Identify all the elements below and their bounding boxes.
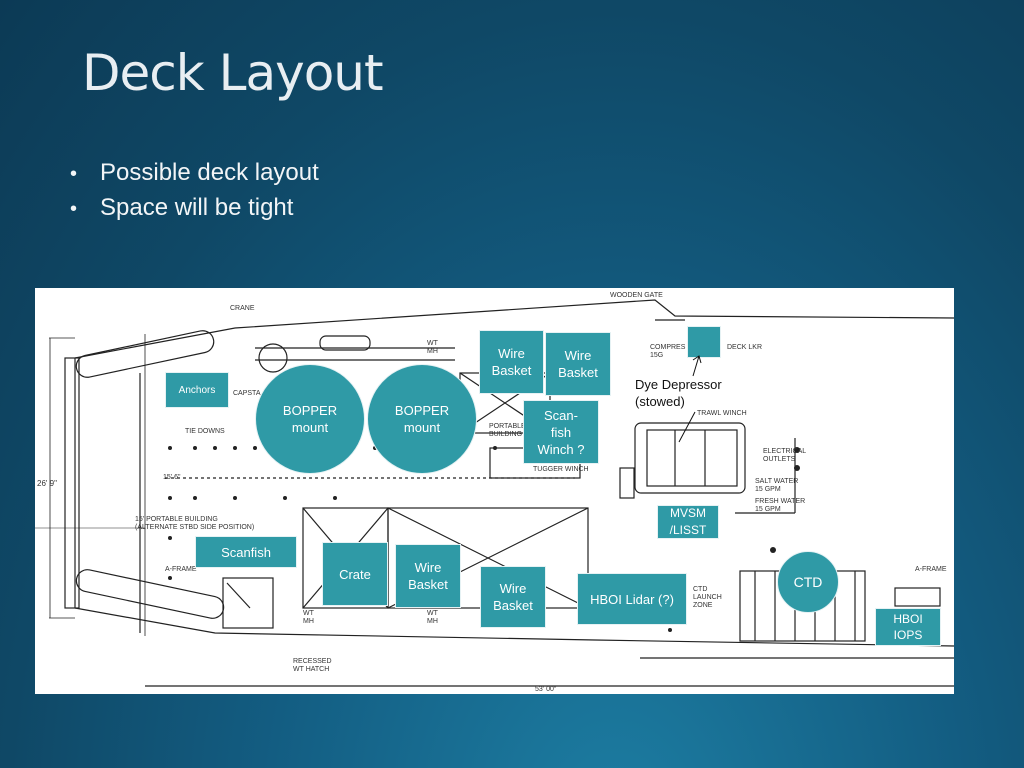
- label-wt-mh: WT MH: [427, 340, 438, 355]
- label-a-frame-right: A-FRAME: [915, 566, 947, 573]
- bullet-list: • Possible deck layout • Space will be tig…: [70, 156, 319, 226]
- label-salt-water: SALT WATER 15 GPM: [755, 478, 799, 493]
- label-recessed-hatch: RECESSED WT HATCH: [293, 658, 332, 673]
- bullet-item: • Space will be tight: [70, 191, 319, 226]
- label-a-frame-left: A-FRAME: [165, 566, 197, 573]
- label-electrical-outlets: ELECTRICAL OUTLETS: [763, 448, 807, 463]
- label-dim-26-9: 26' 9": [37, 479, 57, 488]
- wire-basket-2: Wire Basket: [545, 332, 611, 396]
- label-ctd-launch: CTD LAUNCH ZONE: [693, 586, 722, 609]
- trawl-winch-outline: [634, 422, 746, 494]
- label-compressor: COMPRES 15G: [650, 344, 686, 359]
- bullet-text: Space will be tight: [100, 194, 294, 221]
- recessed-hatch: [222, 577, 274, 629]
- wire-basket-3: Wire Basket: [395, 544, 461, 608]
- hboi-iops-box: HBOI IOPS: [875, 608, 941, 646]
- label-wooden-gate: WOODEN GATE: [610, 292, 663, 299]
- bopper-mount-1: BOPPER mount: [255, 364, 365, 474]
- slide-title: Deck Layout: [82, 44, 384, 102]
- wire-basket-4: Wire Basket: [480, 566, 546, 628]
- crate-box: Crate: [322, 542, 388, 606]
- rail-top: [75, 330, 215, 378]
- label-dim-15-6: 15' 6": [163, 474, 181, 481]
- hboi-lidar-box: HBOI Lidar (?): [577, 573, 687, 625]
- dye-depressor-label: Dye Depressor (stowed): [635, 377, 722, 409]
- label-fresh-water: FRESH WATER 15 GPM: [755, 498, 806, 513]
- label-dim-53: 53' 00": [535, 686, 557, 693]
- ctd-circle: CTD: [777, 551, 839, 613]
- bullet-dot-icon: •: [70, 163, 78, 185]
- bullet-dot-icon: •: [70, 198, 78, 220]
- bullet-item: • Possible deck layout: [70, 156, 319, 191]
- label-tugger-winch: TUGGER WINCH: [533, 466, 589, 473]
- bullet-text: Possible deck layout: [100, 159, 319, 186]
- label-wt-mh: WT MH: [303, 610, 314, 625]
- deck-drawing: WOODEN GATE CRANE COMPRES 15G DECK LKR C…: [35, 288, 954, 694]
- scan-fish-winch-box: Scan- fish Winch ?: [523, 400, 599, 464]
- label-capstan: CAPSTA: [233, 390, 261, 397]
- label-portable-building-alt: 15' PORTABLE BUILDING (ALTERNATE STBD SI…: [135, 516, 255, 531]
- label-deck-lkr: DECK LKR: [727, 344, 763, 351]
- bopper-mount-2: BOPPER mount: [367, 364, 477, 474]
- dye-depressor-marker: [687, 326, 721, 358]
- label-trawl-winch: TRAWL WINCH: [697, 410, 747, 417]
- label-tie-downs: TIE DOWNS: [185, 428, 225, 435]
- label-portable-building: PORTABLE BUILDING: [489, 423, 526, 438]
- scanfish-box: Scanfish: [195, 536, 297, 568]
- anchors-box: Anchors: [165, 372, 229, 408]
- label-wt-mh: WT MH: [427, 610, 438, 625]
- wire-basket-1: Wire Basket: [479, 330, 544, 394]
- hull-top-line: [74, 299, 954, 359]
- deck-plan-svg: [35, 299, 954, 687]
- mvsm-lisst-box: MVSM /LISST: [657, 505, 719, 539]
- dye-depressor-arrow-icon: [678, 355, 702, 443]
- label-crane: CRANE: [230, 305, 255, 312]
